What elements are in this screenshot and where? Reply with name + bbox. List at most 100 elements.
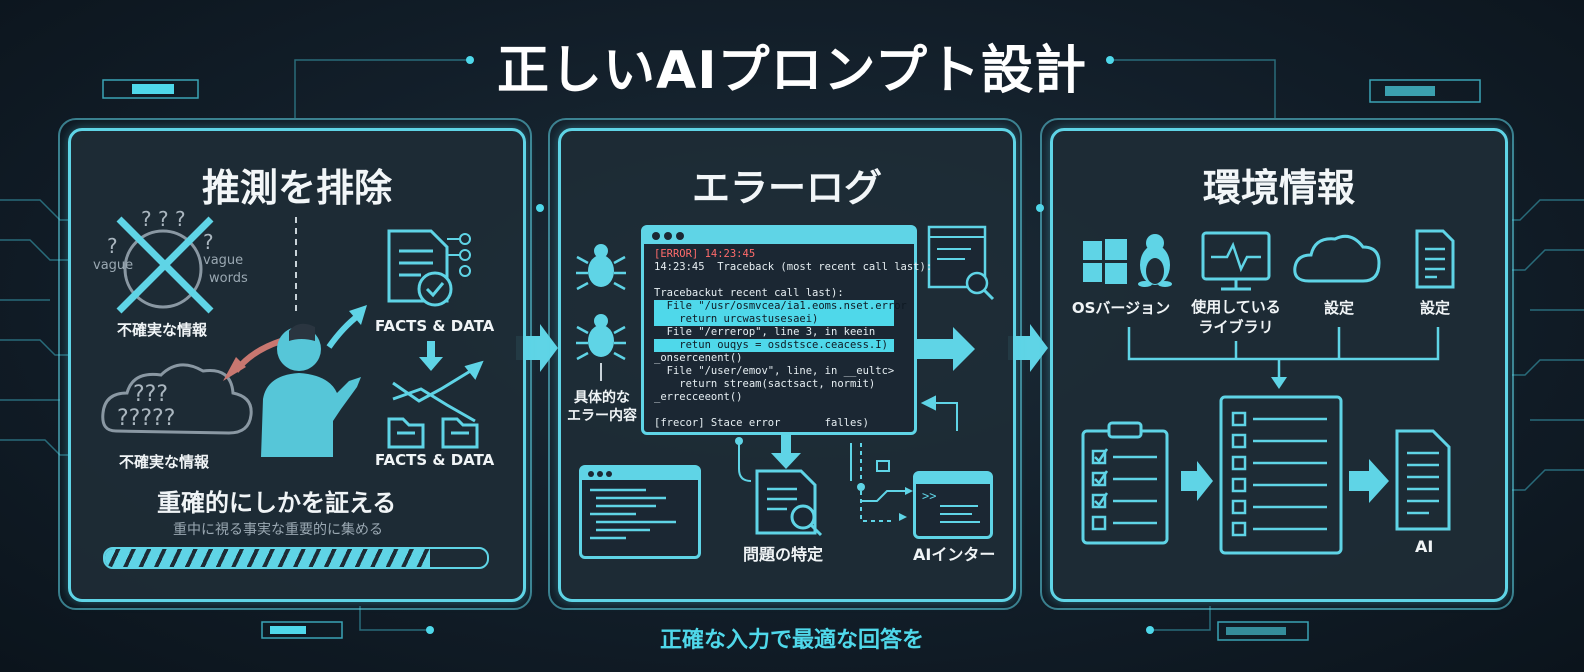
checklist-icon	[1219, 395, 1343, 555]
log-line: [ERROR] 14:23:45	[654, 248, 756, 260]
search-document-icon	[927, 225, 995, 301]
bug-label-line2: エラー内容	[567, 408, 637, 424]
decor-chip-top-left	[102, 79, 199, 99]
confused-head-icon: ? ? ? ? ?	[107, 207, 214, 314]
svg-text:?: ?	[107, 234, 118, 258]
question-cloud-icon: ??? ?????	[101, 363, 253, 435]
config-label: 設定	[1323, 299, 1354, 317]
uncertain-info-label: 不確実な情報	[116, 321, 207, 339]
progress-fill	[105, 549, 430, 567]
log-line: retun ouqys = osdstsce.ceacess.I)	[654, 339, 894, 352]
monitor-icon	[1201, 231, 1271, 291]
log-line	[654, 274, 924, 287]
arrow-right-icon-2	[1349, 459, 1389, 503]
log-line: return stream(sactsact, normit)	[654, 378, 876, 390]
log-line: 14:23:45 Traceback (most recent call las…	[654, 261, 933, 273]
panel-frame-environment	[1040, 118, 1514, 610]
terminal-prompt-icon: >>	[922, 489, 980, 523]
footer-tagline: 正確な入力で最適な回答を	[659, 628, 924, 653]
svg-text:?????: ?????	[117, 406, 175, 431]
config-label-2: 設定	[1419, 299, 1450, 317]
panel-error-log: エラーログ	[558, 128, 1016, 602]
ai-interface-window: >>	[913, 471, 993, 539]
section-heading: 重確的にしかを証える	[157, 489, 397, 517]
decor-chip-top-right	[1369, 79, 1481, 103]
panel-eliminate-guesswork: 推測を排除 ? ? ? ? ? ??? ?????	[68, 128, 526, 602]
log-line: File "/errerop", line 3, in keein	[654, 326, 876, 338]
code-lines-icon	[590, 488, 676, 540]
panel-title: エラーログ	[691, 166, 882, 210]
library-label-line2: ライブラリ	[1198, 318, 1274, 336]
panel-environment-info: 環境情報	[1050, 128, 1508, 602]
log-line: File "/usr/osmvcea/ia1.eoms.nset.error	[654, 300, 907, 313]
cloud-icon	[1293, 234, 1381, 283]
facts-data-label-2: FACTS & DATA	[375, 451, 495, 469]
arrow-down-problem-icon	[771, 433, 801, 469]
arrow-right-icon	[891, 327, 975, 371]
ai-window-titlebar	[916, 474, 990, 484]
log-line: [frecor] Stace error falles)	[654, 417, 869, 429]
bug-icon	[576, 244, 626, 291]
panel2-illustration	[576, 225, 995, 537]
settings-document-icon	[1415, 229, 1455, 289]
page-title: 正しいAIプロンプト設計	[496, 41, 1088, 101]
words-label: words	[209, 271, 248, 286]
person-icon	[261, 323, 361, 457]
ai-document-icon	[1395, 429, 1451, 531]
arrow-up-icon	[326, 312, 361, 349]
vague-right-label: vague	[203, 253, 244, 268]
document-check-icon	[387, 229, 471, 307]
library-label: 使用している ライブラリ	[1181, 297, 1291, 337]
window-dot	[676, 232, 684, 240]
log-line: return urcwastusesaei)	[654, 313, 894, 326]
code-window	[579, 465, 701, 559]
bug-label: 具体的な エラー内容	[563, 389, 641, 425]
bug-icon-2	[576, 314, 626, 361]
linux-icon	[1138, 234, 1172, 287]
trend-chart-icon	[392, 360, 484, 423]
window-dot	[652, 232, 660, 240]
library-label-line1: 使用している	[1191, 298, 1281, 316]
arrow-right-icon	[1181, 461, 1213, 501]
log-line	[654, 404, 924, 417]
decor-chip-bottom-left	[261, 621, 343, 639]
facts-data-label: FACTS & DATA	[375, 317, 495, 335]
progress-bar	[103, 547, 489, 569]
panel3-illustration	[1081, 229, 1455, 555]
ai-interface-label: AIインター	[913, 545, 996, 564]
svg-text:? ? ?: ? ? ?	[141, 207, 186, 231]
log-line: _errecceeont()	[654, 391, 743, 403]
log-line: _onsercenent()	[654, 352, 743, 364]
panel-title: 推測を排除	[201, 166, 392, 210]
svg-text:>>: >>	[922, 489, 936, 503]
panel-title: 環境情報	[1202, 166, 1355, 210]
log-line: Tracebackut recent call last):	[654, 287, 844, 299]
arrow-down-icon	[419, 341, 443, 371]
svg-text:?: ?	[203, 230, 214, 254]
clipboard-checklist-icon	[1081, 421, 1169, 545]
section-subheading: 重中に視る事実な重要的に集める	[173, 522, 383, 538]
svg-text:???: ???	[133, 382, 168, 407]
arrow-panel1-to-2	[516, 324, 558, 372]
problem-document-icon	[755, 469, 823, 537]
windows-icon	[1083, 239, 1127, 284]
bug-label-line1: 具体的な	[574, 390, 630, 406]
vague-label: vague	[93, 258, 134, 273]
log-line: File "/user/emov", line, in __eultc>	[654, 365, 895, 377]
uncertain-info-label-2: 不確実な情報	[118, 453, 209, 471]
panel-frame-error-log	[548, 118, 1022, 610]
terminal-titlebar	[644, 228, 914, 244]
ai-label: AI	[1415, 537, 1434, 556]
window-dot	[664, 232, 672, 240]
folder-icon	[387, 417, 479, 449]
decor-chip-bottom-right	[1217, 621, 1309, 641]
problem-identification-label: 問題の特定	[743, 545, 824, 564]
panel-frame-guesswork	[58, 118, 532, 610]
os-version-label: OSバージョン	[1071, 299, 1171, 317]
arrow-panel2-to-3	[1008, 324, 1048, 372]
code-window-titlebar	[582, 468, 698, 480]
